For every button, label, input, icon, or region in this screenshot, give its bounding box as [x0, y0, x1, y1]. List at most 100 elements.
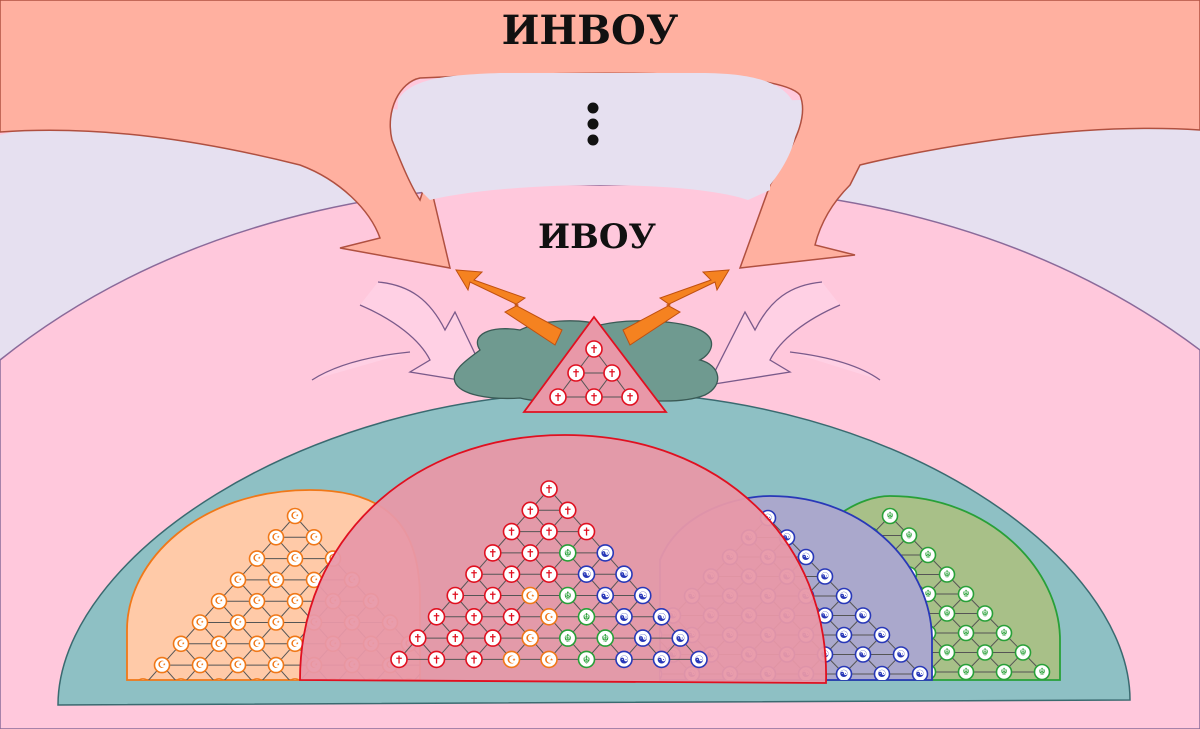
lattice-node: [938, 644, 956, 661]
lattice-node: [596, 629, 615, 647]
latin-cross-icon: ✝: [563, 504, 572, 517]
lattice-node: [854, 607, 872, 624]
lattice-node: [633, 586, 652, 605]
latin-cross-icon: ✝: [413, 632, 422, 645]
yin-yang-icon: ☯: [657, 611, 667, 624]
yin-yang-icon: ☯: [619, 611, 629, 624]
crescent-icon: ☪: [253, 596, 262, 607]
lattice-node: [483, 544, 502, 562]
large-red-cluster: ✝✝✝✝✝✝✝✝☬☯✝✝✝☯☯✝✝☪☬☯☯✝✝✝☪☬☯☯✝✝✝☪☬☬☯☯✝✝✝☪…: [390, 480, 708, 669]
lattice-node: [957, 624, 975, 642]
latin-cross-icon: ✝: [432, 611, 441, 624]
crescent-icon: ☪: [310, 532, 319, 543]
lattice-node: [558, 629, 577, 647]
yin-yang-icon: ☯: [675, 632, 685, 645]
latin-cross-icon: ✝: [526, 504, 535, 517]
yin-yang-icon: ☯: [916, 669, 925, 680]
yin-yang-icon: ☯: [821, 611, 830, 622]
khanda-icon: ☬: [943, 570, 950, 581]
khanda-icon: ☬: [981, 648, 988, 659]
yin-yang-icon: ☯: [638, 632, 648, 645]
lattice-node: [854, 646, 872, 663]
lattice-node: [558, 586, 577, 605]
latin-cross-icon: ✝: [451, 590, 460, 603]
crescent-icon: ☪: [272, 575, 281, 586]
yin-yang-icon: ☯: [840, 630, 849, 641]
lattice-node: [873, 665, 891, 680]
lattice-node: [305, 528, 323, 546]
lattice-node: [633, 629, 652, 647]
lattice-node: [652, 607, 671, 626]
lattice-node: [976, 644, 994, 661]
lattice-node: [286, 678, 304, 680]
crescent-icon: ☪: [196, 618, 205, 629]
yin-yang-icon: ☯: [897, 650, 906, 661]
latin-cross-icon: ✝: [589, 343, 598, 356]
lattice-node: [816, 568, 834, 585]
crescent-icon: ☪: [525, 590, 535, 603]
khanda-icon: ☬: [943, 609, 950, 620]
lattice-node: [521, 586, 540, 605]
lattice-node: [286, 507, 304, 525]
latin-cross-icon: ✝: [488, 632, 497, 645]
khanda-icon: ☬: [1000, 628, 1007, 639]
lattice-node: [153, 656, 171, 674]
lattice-node: [577, 565, 596, 584]
yin-yang-icon: ☯: [694, 653, 704, 666]
lattice-node: [427, 650, 446, 669]
latin-cross-icon: ✝: [507, 526, 516, 539]
lattice-node: [558, 501, 577, 520]
lattice-node: [210, 635, 228, 653]
lattice-node: [191, 656, 209, 674]
lattice-node: [1014, 644, 1032, 661]
lattice-node: [502, 607, 521, 626]
lattice-node: [267, 571, 285, 589]
yin-yang-icon: ☯: [821, 572, 830, 583]
yin-yang-icon: ☯: [657, 653, 667, 666]
lattice-node: [938, 605, 956, 622]
lattice-node: [521, 544, 540, 562]
lattice-node: [540, 522, 558, 541]
khanda-icon: ☬: [981, 609, 988, 620]
yin-yang-icon: ☯: [840, 591, 849, 602]
khanda-icon: ☬: [962, 667, 969, 678]
latin-cross-icon: ✝: [394, 653, 403, 666]
lattice-node: [615, 565, 633, 584]
lattice-node: [446, 586, 465, 605]
lattice-node: [577, 650, 596, 669]
crescent-icon: ☪: [291, 554, 300, 565]
lattice-node: [567, 364, 585, 382]
yin-yang-icon: ☯: [840, 669, 849, 680]
lattice-node: [172, 635, 190, 653]
lattice-node: [596, 586, 615, 605]
lattice-node: [210, 678, 228, 680]
khanda-icon: ☬: [1019, 648, 1026, 659]
lattice-node: [995, 624, 1013, 642]
khanda-icon: ☬: [583, 653, 591, 666]
lattice-node: [134, 678, 152, 680]
small-red-cluster: ✝✝✝✝✝✝: [549, 340, 639, 406]
lattice-node: [267, 656, 285, 674]
lattice-node: [540, 650, 558, 669]
crescent-icon: ☪: [253, 554, 262, 565]
crescent-icon: ☪: [272, 532, 281, 543]
latin-cross-icon: ✝: [589, 391, 598, 404]
latin-cross-icon: ✝: [607, 367, 616, 380]
yin-yang-icon: ☯: [600, 547, 610, 560]
lattice-node: [286, 592, 304, 610]
crescent-icon: ☪: [215, 639, 224, 650]
crescent-icon: ☪: [310, 575, 319, 586]
lattice-node: [911, 665, 929, 680]
lattice-node: [976, 605, 994, 622]
invou-label: ИНВОУ: [502, 7, 679, 54]
khanda-icon: ☬: [564, 632, 572, 645]
khanda-icon: ☬: [1038, 667, 1045, 678]
latin-cross-icon: ✝: [469, 611, 478, 624]
lattice-node: [900, 527, 918, 544]
yin-yang-icon: ☯: [859, 650, 868, 661]
lattice-node: [502, 565, 521, 584]
lattice-node: [502, 650, 521, 669]
lattice-node: [652, 650, 671, 669]
ellipsis-dots: [587, 102, 599, 146]
